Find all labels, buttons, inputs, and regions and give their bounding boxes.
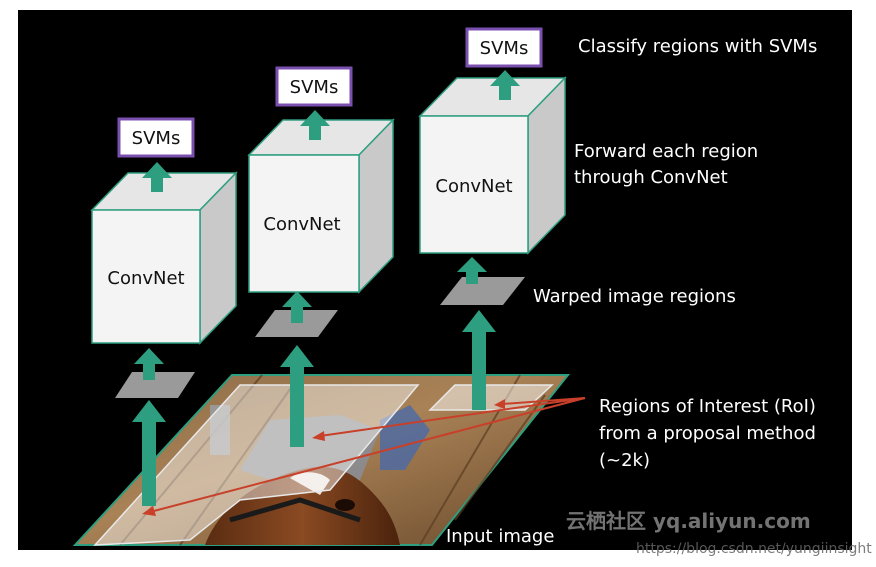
warped-patch-1 (115, 372, 195, 398)
convnet-label-2: ConvNet (263, 214, 340, 235)
svm-box-2: SVMs (275, 66, 353, 107)
annotation-input-image: Input image (446, 526, 554, 547)
arrow-convnet-to-svm-3 (490, 70, 520, 100)
arrow-convnet-to-svm-1 (142, 162, 172, 192)
arrow-roi-to-warp-2 (280, 345, 314, 447)
arrow-roi-to-warp-1 (132, 400, 166, 506)
arrow-warp-to-convnet-1 (134, 348, 164, 380)
convnet-label-3: ConvNet (435, 176, 512, 197)
arrow-warp-to-convnet-2 (282, 291, 312, 323)
svm-label-1: SVMs (132, 128, 181, 149)
watermark-url: https://blog.csdn.net/yungiinsight (636, 541, 872, 557)
svm-label-3: SVMs (480, 38, 529, 59)
annotation-warped: Warped image regions (533, 286, 736, 307)
convnet-cube-3: ConvNet (418, 76, 567, 255)
warped-patch-2 (255, 310, 338, 337)
watermark-brand: 云栖社区 yq.aliyun.com (566, 509, 811, 533)
annotation-forward-line1: Forward each region (574, 141, 758, 162)
convnet-label-1: ConvNet (107, 268, 184, 289)
arrow-convnet-to-svm-2 (300, 110, 330, 140)
svm-label-2: SVMs (290, 77, 339, 98)
convnet-cube-2: ConvNet (247, 118, 395, 294)
roi-box-2 (428, 384, 554, 411)
roi-pointer-arrows (142, 397, 586, 516)
annotation-roi-line3: (~2k) (599, 450, 650, 471)
annotation-roi-line1: Regions of Interest (RoI) (599, 396, 816, 417)
svm-box-3: SVMs (465, 27, 543, 68)
warped-patch-3 (440, 277, 525, 305)
annotation-forward-line2: through ConvNet (574, 167, 728, 188)
svm-box-1: SVMs (117, 117, 195, 158)
convnet-cube-1: ConvNet (90, 171, 238, 345)
annotation-classify: Classify regions with SVMs (578, 36, 817, 57)
annotation-roi-line2: from a proposal method (599, 423, 816, 444)
arrow-warp-to-convnet-3 (457, 257, 487, 284)
arrow-roi-to-warp-3 (462, 310, 496, 410)
